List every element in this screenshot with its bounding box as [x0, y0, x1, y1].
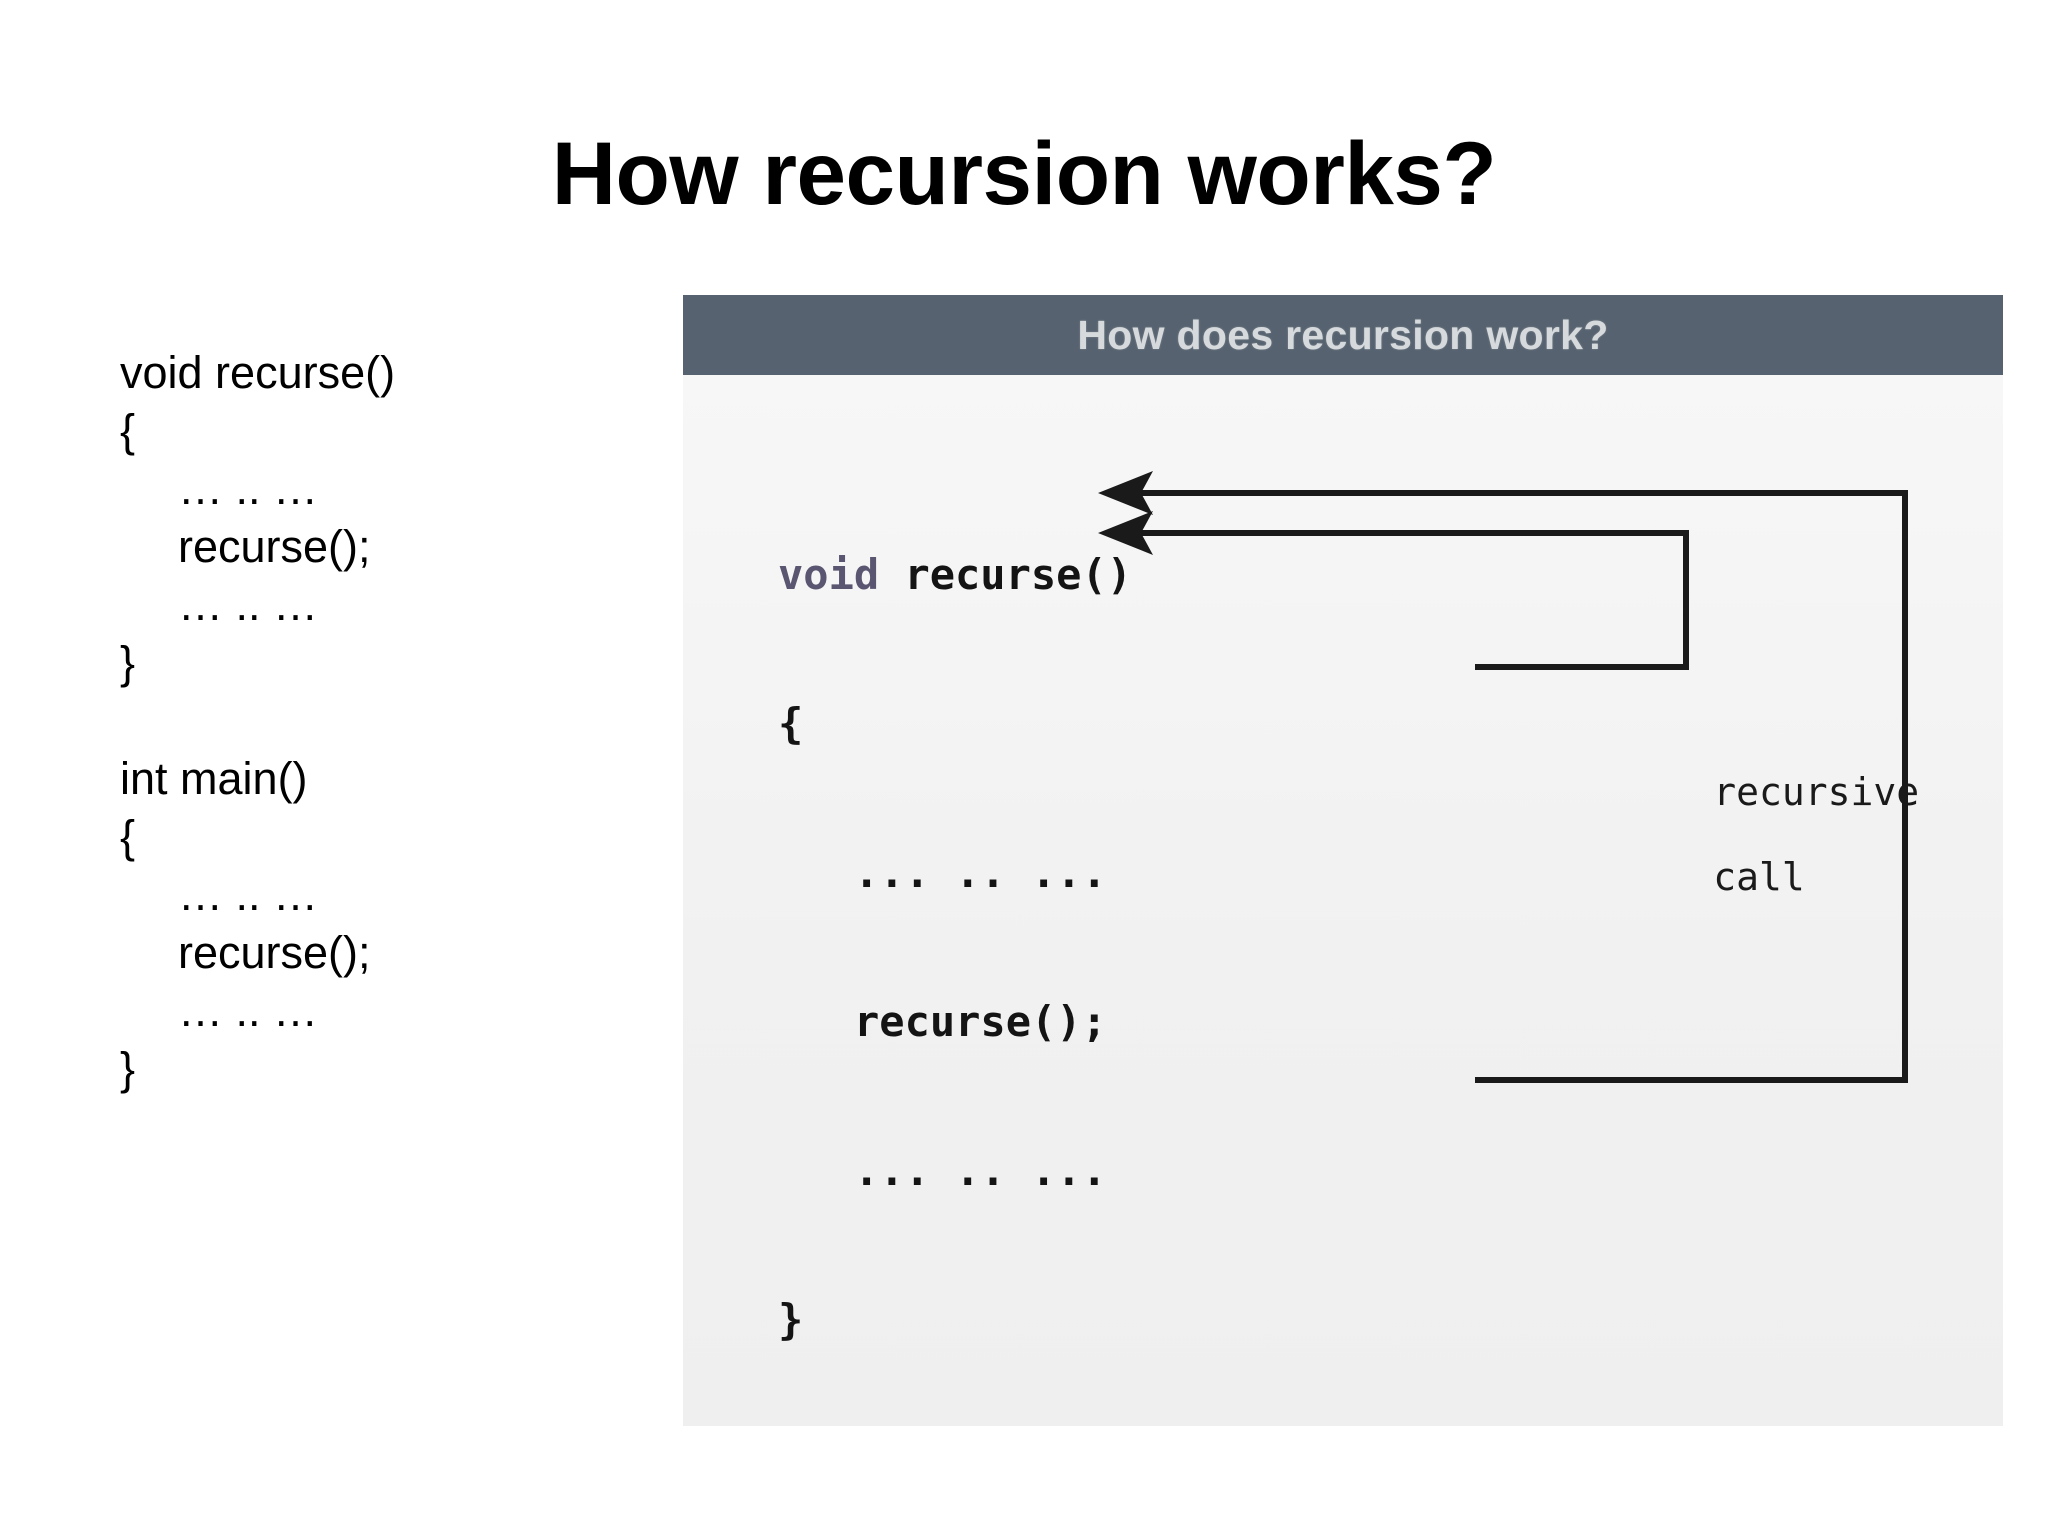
- annotation-line-1: recursive: [1713, 769, 1920, 814]
- diagram-header-bar: How does recursion work?: [683, 295, 2003, 375]
- code-line: {: [120, 811, 136, 862]
- keyword-void: void: [778, 550, 880, 599]
- code-line: {: [120, 405, 136, 456]
- diagram-header-title: How does recursion work?: [1077, 311, 1609, 358]
- code-line: }: [120, 1043, 136, 1094]
- code-line: … .. …: [178, 579, 319, 630]
- recursive-call-annotation: recursive call: [1576, 728, 1919, 941]
- diagram-code-line: void recurse(): [778, 554, 1132, 619]
- code-line-blank: [120, 698, 640, 756]
- diagram-body: void recurse() { ... .. ... recurse(); .…: [683, 375, 2003, 1426]
- diagram-code-line: {: [778, 699, 804, 748]
- code-line: void recurse(): [120, 347, 396, 398]
- inner-call-arrow-path: [1127, 530, 1689, 670]
- code-line: recurse();: [178, 927, 371, 978]
- code-line: … .. …: [178, 869, 319, 920]
- recursion-diagram-image: How does recursion work? void recurse() …: [683, 295, 2003, 1426]
- left-code-block: void recurse() { … .. … recurse(); … .. …: [120, 350, 640, 1104]
- diagram-code-line: recurse();: [854, 997, 1107, 1046]
- code-line: recurse();: [178, 521, 371, 572]
- diagram-code-line: ... .. ...: [854, 1146, 1107, 1195]
- code-line: … .. …: [178, 985, 319, 1036]
- code-line: int main(): [120, 753, 308, 804]
- code-line: … .. …: [178, 463, 319, 514]
- page-title: How recursion works?: [551, 123, 1497, 223]
- annotation-line-2: call: [1713, 854, 1805, 899]
- diagram-code-text: recurse(): [879, 550, 1133, 599]
- diagram-code-block: void recurse() { ... .. ... recurse(); .…: [778, 470, 1132, 1426]
- code-line: }: [120, 637, 136, 688]
- diagram-code-line: }: [778, 1295, 804, 1344]
- diagram-code-line: ... .. ...: [854, 848, 1107, 897]
